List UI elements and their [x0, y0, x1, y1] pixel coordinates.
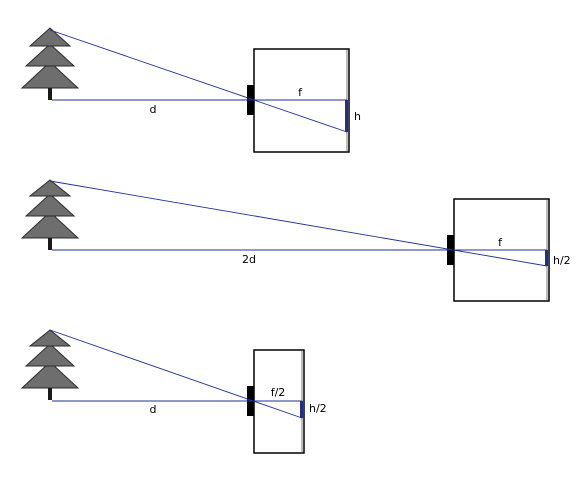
tree-tier-top [28, 329, 72, 347]
tree-tier-top [28, 179, 72, 197]
light-ray [49, 329, 303, 419]
focal-length-label: f [298, 86, 303, 99]
focal-length-label: f [498, 236, 503, 249]
panel-3: d f/2 h/2 [20, 329, 327, 454]
tree-tier-middle [24, 343, 76, 367]
image-height-label: h [354, 110, 361, 123]
image-bar [345, 100, 348, 132]
tree-tier-middle [24, 43, 76, 67]
light-ray [49, 29, 348, 133]
tree-icon [20, 179, 80, 250]
tree-trunk [48, 88, 52, 100]
camera-body [253, 349, 305, 454]
tree-trunk [48, 388, 52, 400]
image-bar [545, 250, 548, 266]
tree-tier-top [28, 27, 72, 47]
image-bar [300, 401, 303, 418]
object-distance-label: 2d [242, 253, 256, 266]
panel-1: d f h [20, 27, 361, 153]
object-distance-label: d [150, 103, 157, 116]
object-distance-label: d [150, 403, 157, 416]
tree-icon [20, 27, 80, 100]
image-height-label: h/2 [553, 254, 571, 267]
tree-trunk [48, 238, 52, 250]
camera-body [253, 48, 350, 153]
tree-icon [20, 329, 80, 400]
panel-2: 2d f h/2 [20, 179, 571, 302]
focal-length-label: f/2 [271, 386, 286, 399]
light-ray [49, 180, 548, 267]
tree-tier-middle [24, 193, 76, 217]
image-height-label: h/2 [309, 402, 327, 415]
